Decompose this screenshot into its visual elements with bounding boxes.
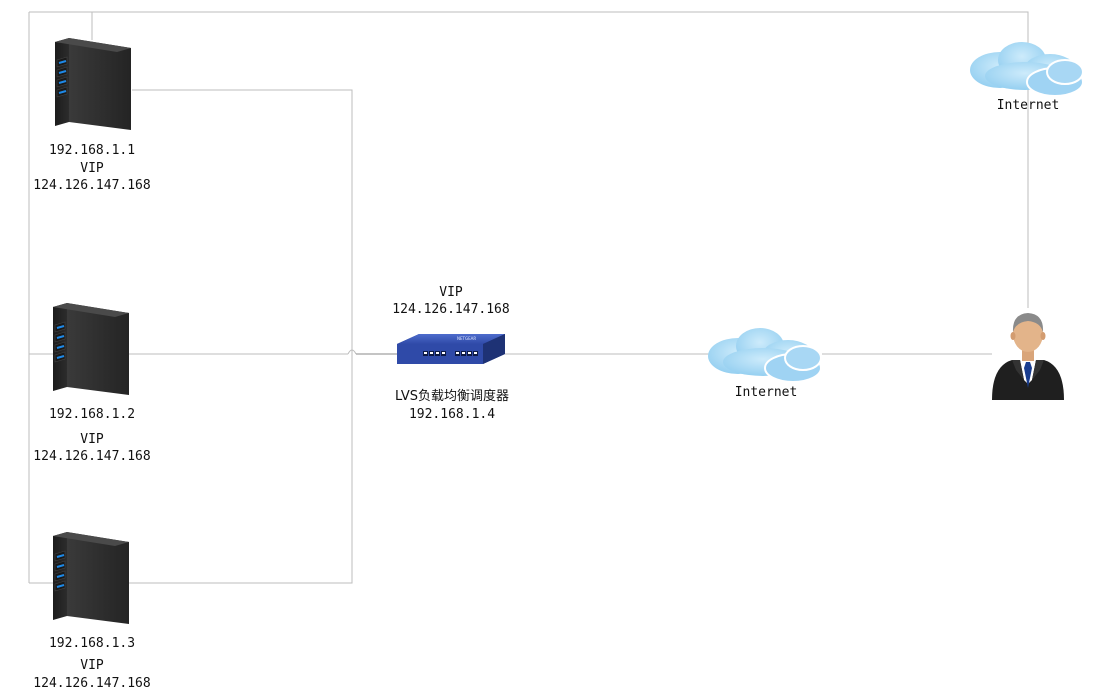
user-icon	[992, 313, 1064, 400]
server-1-ip-label: 192.168.1.1	[48, 143, 136, 158]
server-2-vip-title: VIP	[80, 432, 104, 447]
switch-icon: NETGEAR	[397, 334, 505, 364]
lb-ip-label: 192.168.1.4	[408, 407, 496, 422]
line-hop	[347, 349, 357, 355]
server-3-vip-value: 124.126.147.168	[33, 676, 151, 691]
internet-cloud-top-icon	[969, 41, 1084, 97]
connection-lines	[28, 11, 1029, 584]
internet-top-label: Internet	[996, 98, 1060, 113]
server-2-icon	[52, 302, 130, 396]
lb-vip-title: VIP	[439, 285, 463, 300]
server-1-icon	[54, 37, 132, 131]
internet-cloud-middle-icon	[707, 327, 822, 383]
line-top-loop	[91, 11, 1029, 308]
server-3-vip-title: VIP	[80, 658, 104, 673]
server-1-vip-value: 124.126.147.168	[33, 178, 151, 193]
lb-vip-value: 124.126.147.168	[392, 302, 510, 317]
server-3-icon	[52, 531, 130, 625]
lb-name-label: LVS负载均衡调度器	[395, 389, 509, 404]
line-rack-rail	[29, 89, 353, 584]
internet-middle-label: Internet	[734, 385, 798, 400]
switch-brand-text: NETGEAR	[457, 336, 476, 341]
server-2-ip-label: 192.168.1.2	[48, 407, 136, 422]
server-1-vip-title: VIP	[80, 161, 104, 176]
server-2-vip-value: 124.126.147.168	[33, 449, 151, 464]
server-3-ip-label: 192.168.1.3	[48, 636, 136, 651]
